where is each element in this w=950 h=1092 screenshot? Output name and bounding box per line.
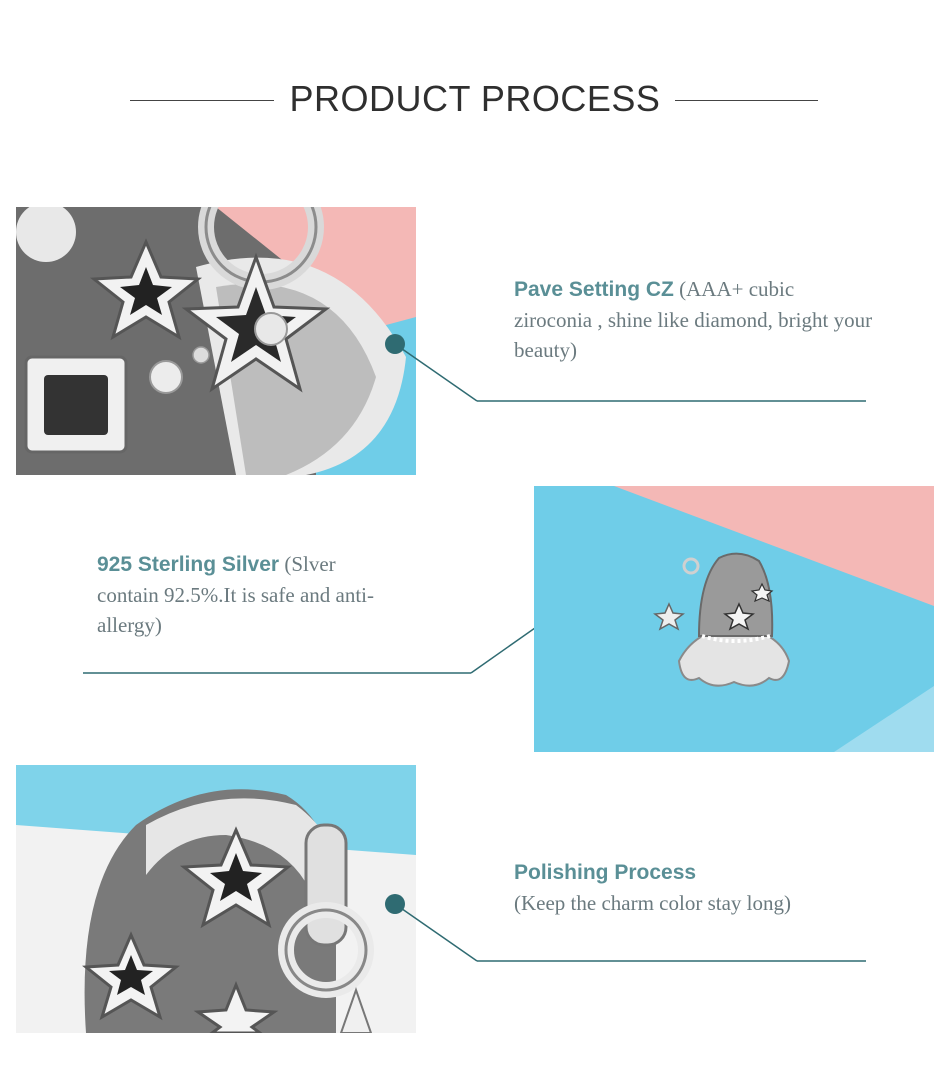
title-rule-right xyxy=(675,100,818,101)
title-rule-left xyxy=(130,100,274,101)
feature-pave-setting-detail: (AAA+ cubic ziroconia , shine like diamo… xyxy=(514,277,873,362)
page-title: PRODUCT PROCESS xyxy=(289,78,661,119)
feature-polishing: Polishing Process (Keep the charm color … xyxy=(514,857,894,918)
photo-pave-setting xyxy=(16,207,416,475)
star-icon xyxy=(181,252,331,393)
feature-sterling-silver-title: 925 Sterling Silver xyxy=(97,553,280,576)
star-icon xyxy=(179,826,293,929)
feature-polishing-detail: (Keep the charm color stay long) xyxy=(514,891,791,915)
star-icon xyxy=(89,238,203,341)
feature-polishing-title: Polishing Process xyxy=(514,861,697,884)
star-icon xyxy=(82,931,180,1021)
photo-polishing xyxy=(16,765,416,1033)
feature-pave-setting: Pave Setting CZ (AAA+ cubic ziroconia , … xyxy=(514,274,874,365)
feature-sterling-silver: 925 Sterling Silver (Slver contain 92.5%… xyxy=(97,549,387,640)
photo-full-charm xyxy=(534,486,934,752)
witch-hat-charm-icon xyxy=(653,552,791,687)
feature-sterling-silver-detail: (Slver contain 92.5%.It is safe and anti… xyxy=(97,552,374,637)
feature-pave-setting-title: Pave Setting CZ xyxy=(514,278,674,301)
